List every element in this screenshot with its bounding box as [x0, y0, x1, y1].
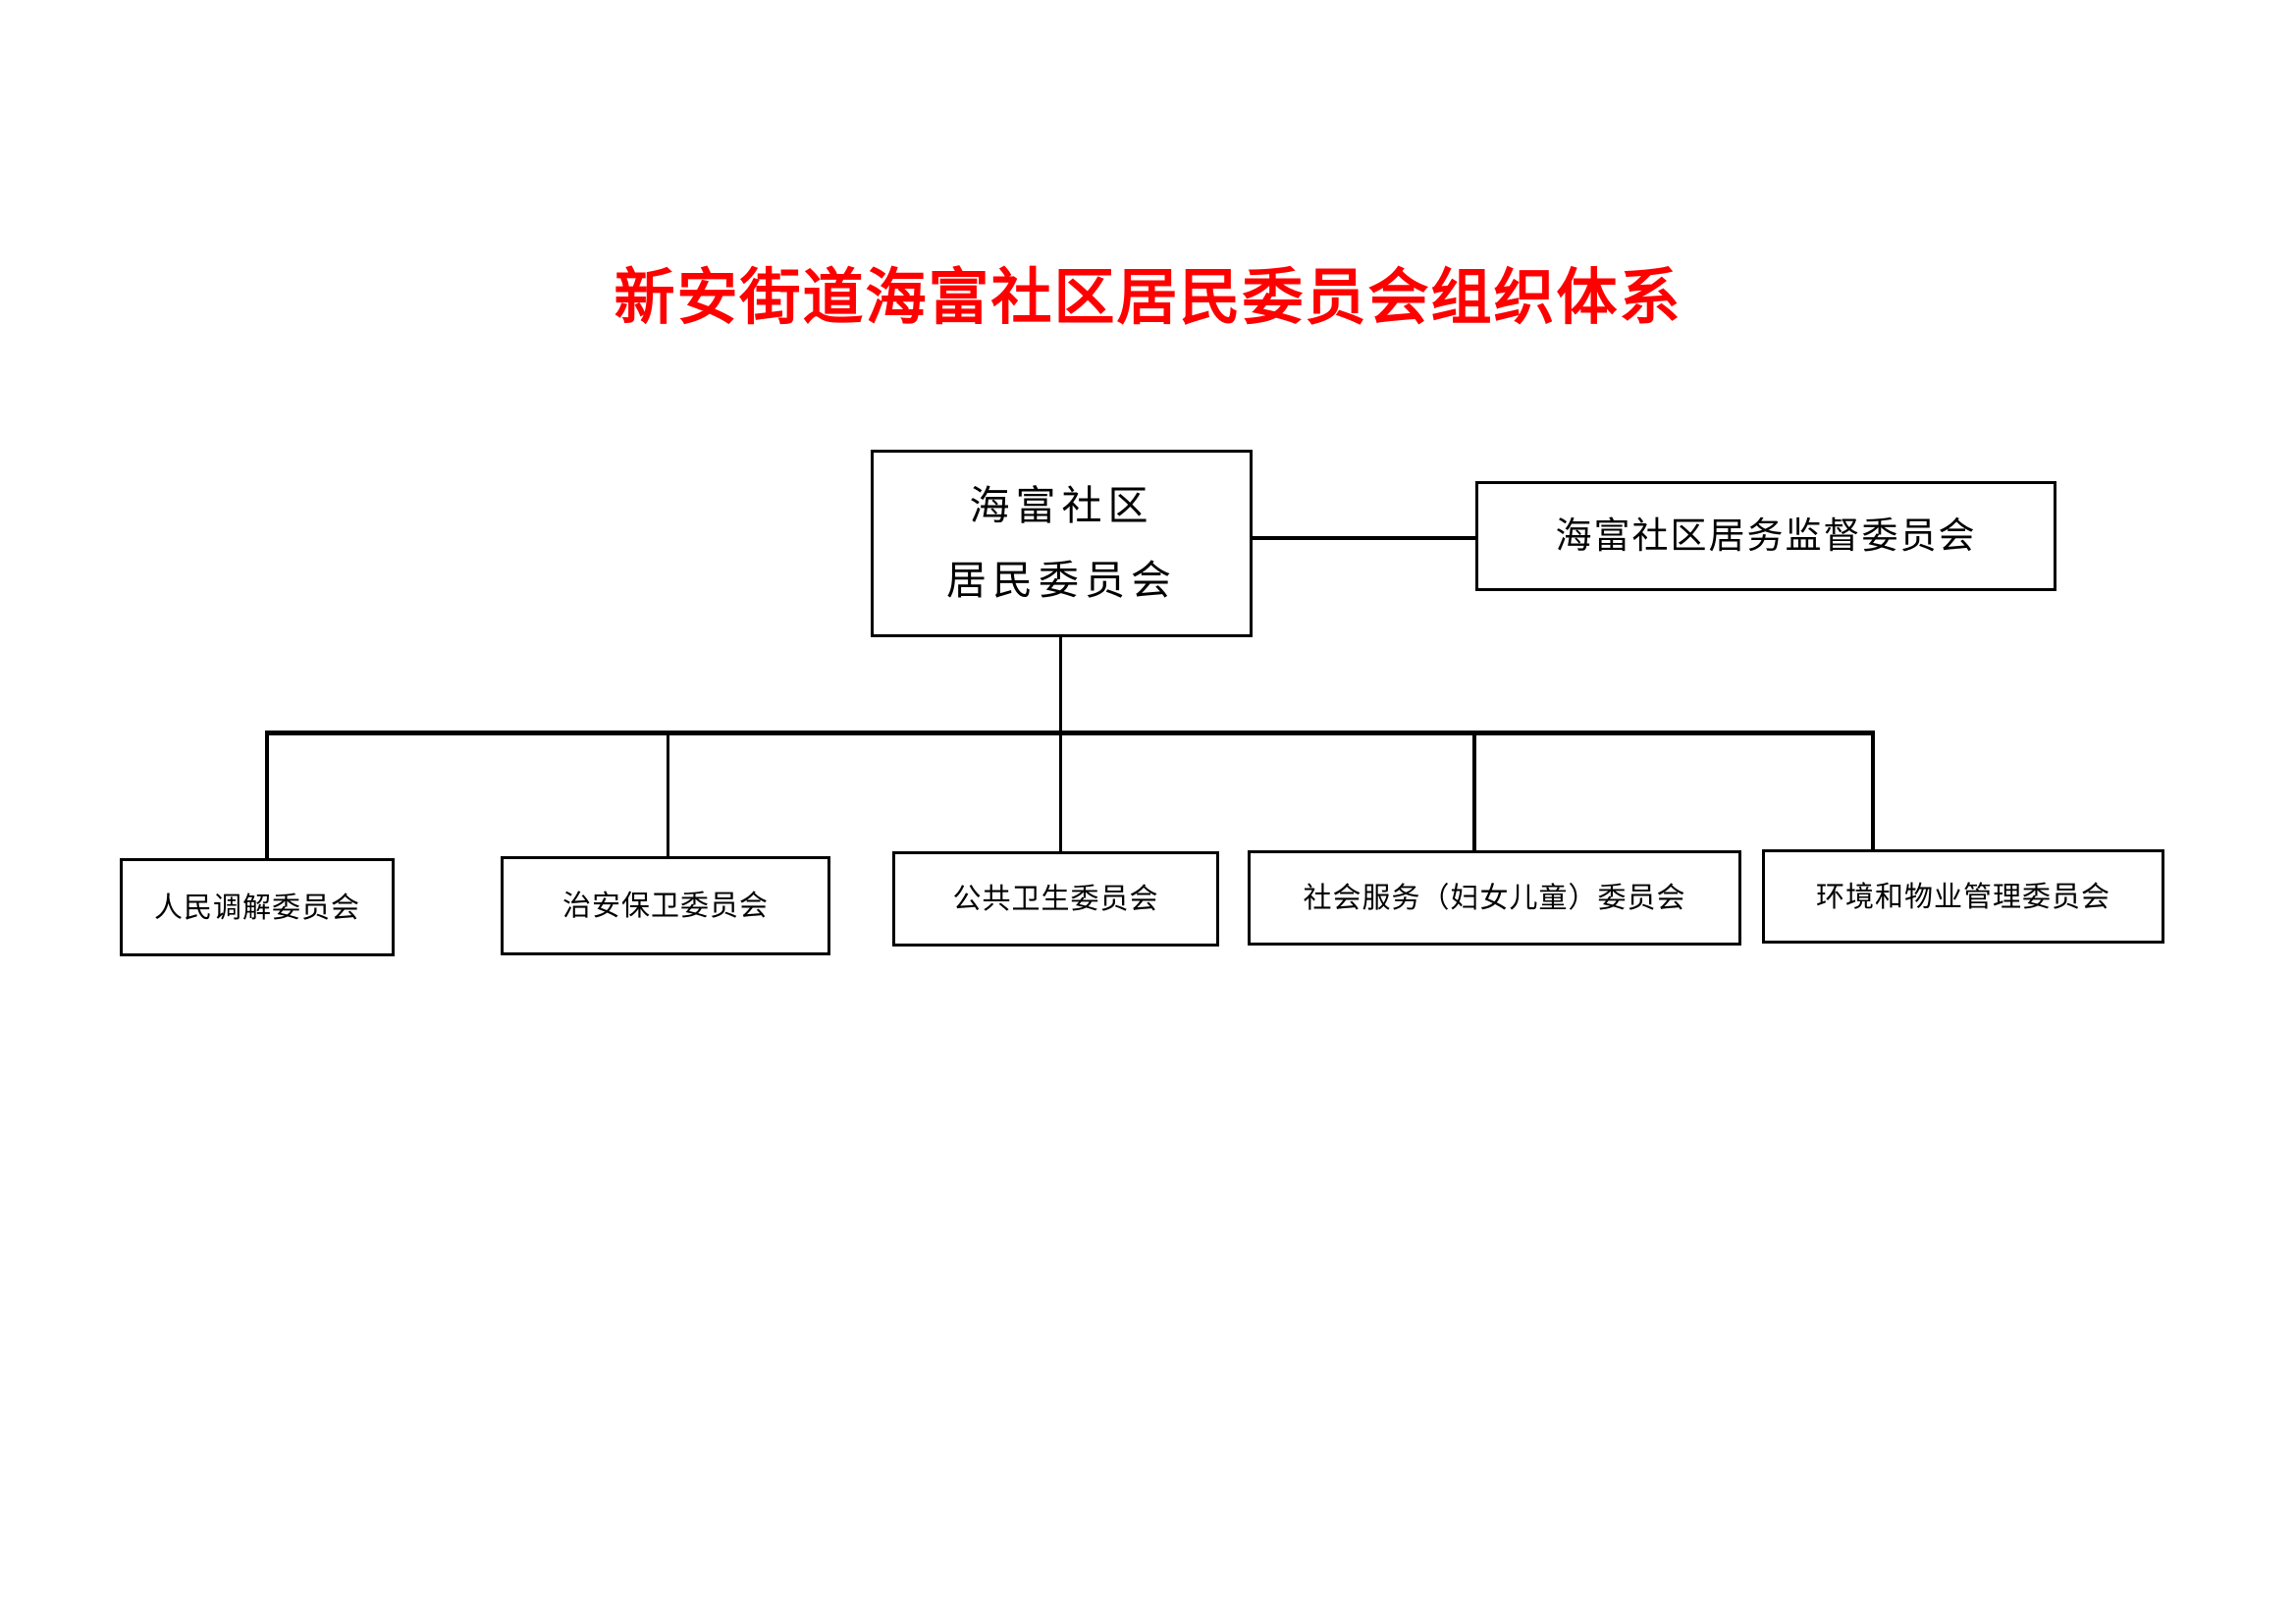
node-security-committee-label: 治安保卫委员会	[561, 889, 769, 923]
node-public-health-committee[interactable]: 公共卫生委员会	[892, 851, 1219, 947]
connector-drop-health	[1059, 731, 1062, 852]
connector-drop-environment	[1871, 731, 1875, 850]
node-mediation-committee-label: 人民调解委员会	[153, 890, 360, 924]
node-social-service-committee[interactable]: 社会服务（妇女儿童）委员会	[1248, 850, 1741, 946]
node-environment-property-committee[interactable]: 环境和物业管理委员会	[1762, 849, 2164, 944]
connector-drop-security	[667, 731, 669, 857]
node-security-committee[interactable]: 治安保卫委员会	[501, 856, 830, 955]
node-environment-property-committee-label: 环境和物业管理委员会	[1815, 879, 2110, 913]
connector-drop-social-service	[1472, 731, 1476, 851]
connector-drop-mediation	[265, 731, 269, 859]
node-resident-committee-label: 海富社区 居民委员会	[946, 469, 1177, 619]
node-social-service-committee-label: 社会服务（妇女儿童）委员会	[1303, 881, 1686, 915]
connector-root-to-supervision	[1251, 536, 1477, 540]
node-supervision-committee-label: 海富社区居务监督委员会	[1555, 514, 1977, 558]
node-resident-committee-line1: 海富社区	[969, 481, 1154, 529]
node-resident-committee[interactable]: 海富社区 居民委员会	[871, 450, 1253, 637]
node-resident-committee-line2: 居民委员会	[946, 556, 1177, 604]
connector-horizontal-bus	[265, 731, 1875, 735]
connector-root-trunk	[1059, 636, 1062, 733]
page-title: 新安街道海富社区居民委员会组织体系	[614, 261, 1682, 333]
node-public-health-committee-label: 公共卫生委员会	[952, 882, 1159, 916]
node-supervision-committee[interactable]: 海富社区居务监督委员会	[1475, 481, 2056, 591]
node-mediation-committee[interactable]: 人民调解委员会	[120, 858, 395, 956]
